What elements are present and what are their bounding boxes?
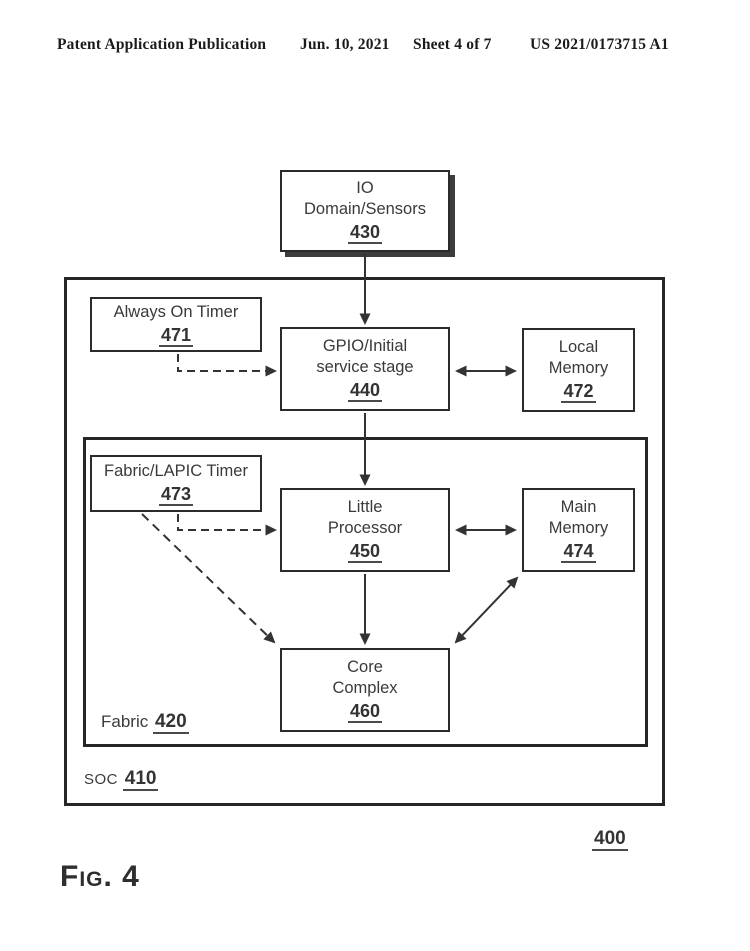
fabric-ref-number: 420	[152, 711, 189, 734]
always-on-timer-box: Always On Timer 471	[90, 297, 262, 352]
core-complex-line1: Core	[347, 658, 383, 676]
io-domain-line1: IO	[356, 179, 374, 197]
fabric-label: Fabric 420	[101, 711, 189, 734]
gpio-initial-service-stage-box: GPIO/Initial service stage 440	[280, 327, 450, 411]
fabric-lapic-timer-box: Fabric/LAPIC Timer 473	[90, 455, 262, 512]
io-domain-line2: Domain/Sensors	[304, 200, 426, 218]
gpio-line2: service stage	[316, 358, 414, 376]
gpio-ref: 440	[347, 380, 383, 402]
figure-ref-number: 400	[592, 828, 628, 851]
local-memory-box: Local Memory 472	[522, 328, 635, 412]
header-date: Jun. 10, 2021	[300, 36, 390, 53]
little-processor-ref: 450	[347, 541, 383, 563]
figure-ref-400: 400	[592, 828, 628, 851]
local-memory-line1: Local	[558, 338, 599, 356]
soc-label-text: SOC	[84, 771, 119, 788]
fabric-timer-line1: Fabric/LAPIC Timer	[104, 462, 248, 480]
figure-caption: Fig. 4	[60, 860, 140, 893]
soc-ref-number: 410	[122, 768, 159, 791]
io-domain-ref: 430	[347, 222, 383, 244]
fabric-timer-ref: 473	[158, 484, 194, 506]
core-complex-box: Core Complex 460	[280, 648, 450, 732]
core-complex-ref: 460	[347, 701, 383, 723]
main-memory-ref: 474	[561, 541, 596, 563]
always-on-timer-ref: 471	[158, 325, 194, 347]
soc-label: SOC 410	[84, 768, 159, 791]
fabric-label-text: Fabric	[101, 712, 149, 731]
local-memory-line2: Memory	[548, 359, 609, 377]
main-memory-line2: Memory	[548, 519, 609, 537]
gpio-line1: GPIO/Initial	[322, 337, 408, 355]
always-on-timer-line1: Always On Timer	[113, 303, 239, 321]
local-memory-ref: 472	[561, 381, 596, 403]
io-domain-sensors-box: IO Domain/Sensors 430	[280, 170, 450, 252]
header-publication: Patent Application Publication	[57, 36, 267, 53]
little-processor-line1: Little	[347, 498, 383, 516]
little-processor-box: Little Processor 450	[280, 488, 450, 572]
header-sheet-number: Sheet 4 of 7	[413, 36, 492, 53]
core-complex-line2: Complex	[332, 679, 398, 697]
little-processor-line2: Processor	[327, 519, 403, 537]
main-memory-box: Main Memory 474	[522, 488, 635, 572]
header-patent-number: US 2021/0173715 A1	[530, 36, 669, 53]
main-memory-line1: Main	[560, 498, 597, 516]
